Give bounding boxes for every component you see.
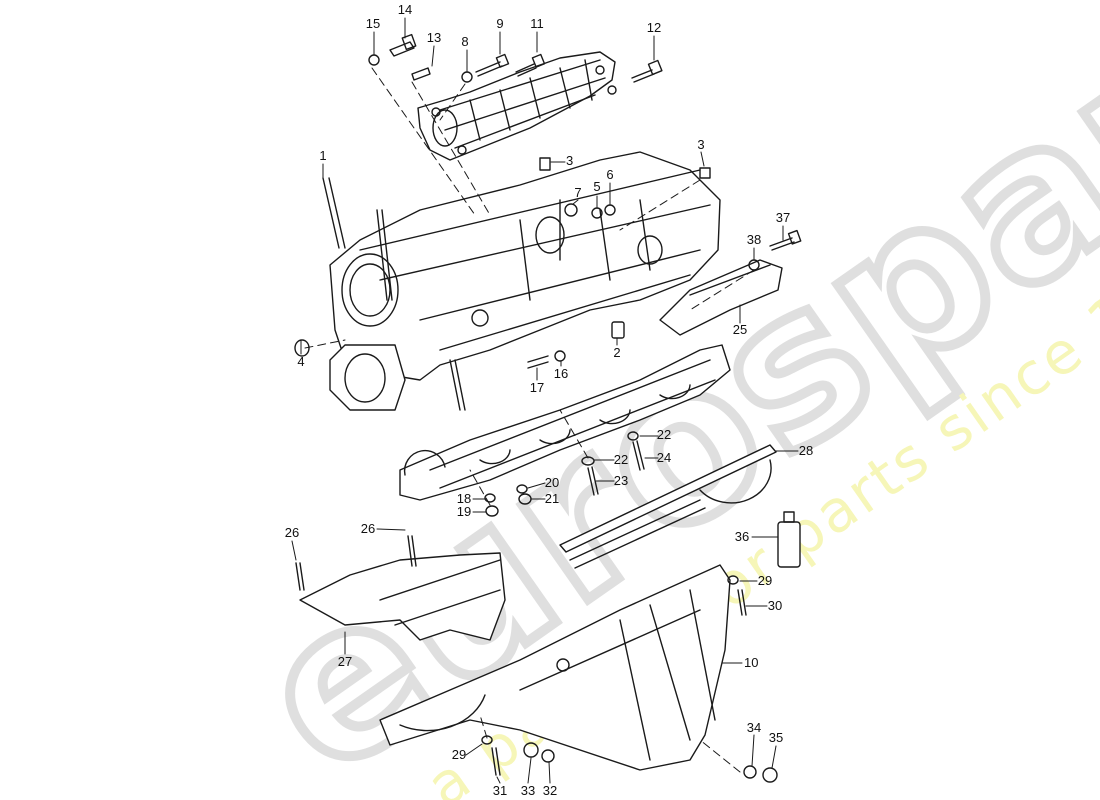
- bolt-17-icon: [527, 355, 549, 369]
- callout-21[interactable]: 21: [545, 491, 559, 506]
- callout-5[interactable]: 5: [593, 179, 600, 194]
- dowel-3b-icon: [699, 167, 711, 179]
- oil-baffle-27: [295, 535, 506, 641]
- callout-2[interactable]: 2: [613, 345, 620, 360]
- callout-35[interactable]: 35: [769, 730, 783, 745]
- bolt-12-icon: [631, 69, 655, 83]
- nut-16-icon: [554, 350, 566, 362]
- callout-28[interactable]: 28: [799, 443, 813, 458]
- callout-1[interactable]: 1: [319, 148, 326, 163]
- callout-29b[interactable]: 29: [452, 747, 466, 762]
- callout-14[interactable]: 14: [398, 2, 412, 17]
- callout-23[interactable]: 23: [614, 473, 628, 488]
- nut-19-icon: [485, 505, 499, 517]
- bolt-30-icon: [737, 589, 747, 616]
- bush-7-icon: [564, 203, 578, 217]
- callout-26b[interactable]: 26: [361, 521, 375, 536]
- callout-27[interactable]: 27: [338, 654, 352, 669]
- washer-22b-icon: [581, 456, 595, 466]
- callout-4[interactable]: 4: [297, 354, 304, 369]
- callout-22a[interactable]: 22: [657, 427, 671, 442]
- bolt-24-icon: [632, 440, 645, 471]
- callout-20[interactable]: 20: [545, 475, 559, 490]
- callout-38[interactable]: 38: [747, 232, 761, 247]
- callout-30[interactable]: 30: [768, 598, 782, 613]
- bolt-23-icon: [587, 466, 599, 496]
- callout-11[interactable]: 11: [530, 16, 544, 31]
- bolt-37-icon: [769, 237, 795, 251]
- sleeve-2-icon: [611, 321, 625, 339]
- stud-1-icon: [322, 177, 346, 249]
- leader-lines: [291, 17, 799, 784]
- sensor-14-icon: [389, 41, 415, 57]
- washer-32-icon: [541, 749, 555, 763]
- callout-36[interactable]: 36: [735, 529, 749, 544]
- callout-33[interactable]: 33: [521, 783, 535, 798]
- callout-22b[interactable]: 22: [614, 452, 628, 467]
- washer-20-icon: [516, 484, 528, 494]
- dowel-3-icon: [539, 157, 551, 171]
- gasket-28: [559, 444, 777, 569]
- bolt-26a-icon: [295, 562, 305, 591]
- callout-25[interactable]: 25: [733, 322, 747, 337]
- crankcase: [329, 151, 721, 411]
- washer-18-icon: [484, 493, 496, 503]
- crankcase-small-parts: [294, 157, 711, 411]
- drain-plug-33-icon: [523, 742, 539, 758]
- washer-29b-icon: [481, 735, 493, 745]
- callout-3a[interactable]: 3: [566, 153, 573, 168]
- bolt-9-icon: [475, 61, 503, 77]
- upper-bearing-bridge: [417, 51, 617, 161]
- bolt-11-icon: [515, 63, 537, 77]
- oil-pan-10: [379, 564, 731, 771]
- callout-37[interactable]: 37: [776, 210, 790, 225]
- callout-9[interactable]: 9: [496, 16, 503, 31]
- callout-3b[interactable]: 3: [697, 137, 704, 152]
- callout-34[interactable]: 34: [747, 720, 761, 735]
- callout-32[interactable]: 32: [543, 783, 557, 798]
- callout-26a[interactable]: 26: [285, 525, 299, 540]
- callout-10[interactable]: 10: [744, 655, 758, 670]
- callout-8[interactable]: 8: [461, 34, 468, 49]
- pan-fasteners: [481, 575, 778, 783]
- callout-6[interactable]: 6: [606, 167, 613, 182]
- seal-4-icon: [294, 339, 310, 357]
- bolt-26b-icon: [407, 535, 417, 567]
- stud-icon: [376, 209, 393, 301]
- top-fasteners: [368, 33, 663, 83]
- callout-16[interactable]: 16: [554, 366, 568, 381]
- callout-7[interactable]: 7: [574, 185, 581, 200]
- callout-31[interactable]: 31: [493, 783, 507, 798]
- callout-29a[interactable]: 29: [758, 573, 772, 588]
- sensor-13-icon: [411, 67, 431, 81]
- carrier-fasteners: [484, 431, 645, 517]
- callout-19[interactable]: 19: [457, 504, 471, 519]
- assembly-lines: [304, 67, 755, 773]
- callout-13[interactable]: 13: [427, 30, 441, 45]
- callout-12[interactable]: 12: [647, 20, 661, 35]
- bolt-31-icon: [491, 747, 501, 776]
- callout-24[interactable]: 24: [657, 450, 671, 465]
- plug-35-icon: [762, 767, 778, 783]
- stud-lower-icon: [449, 359, 466, 411]
- crankshaft-bearing-carrier: [399, 344, 731, 501]
- washer-22-icon: [627, 431, 639, 441]
- callout-17[interactable]: 17: [530, 380, 544, 395]
- callout-18[interactable]: 18: [457, 491, 471, 506]
- washer-34-icon: [743, 765, 757, 779]
- sealant-tube-36: [777, 511, 801, 568]
- callout-15[interactable]: 15: [366, 16, 380, 31]
- washer-29a-icon: [727, 575, 739, 585]
